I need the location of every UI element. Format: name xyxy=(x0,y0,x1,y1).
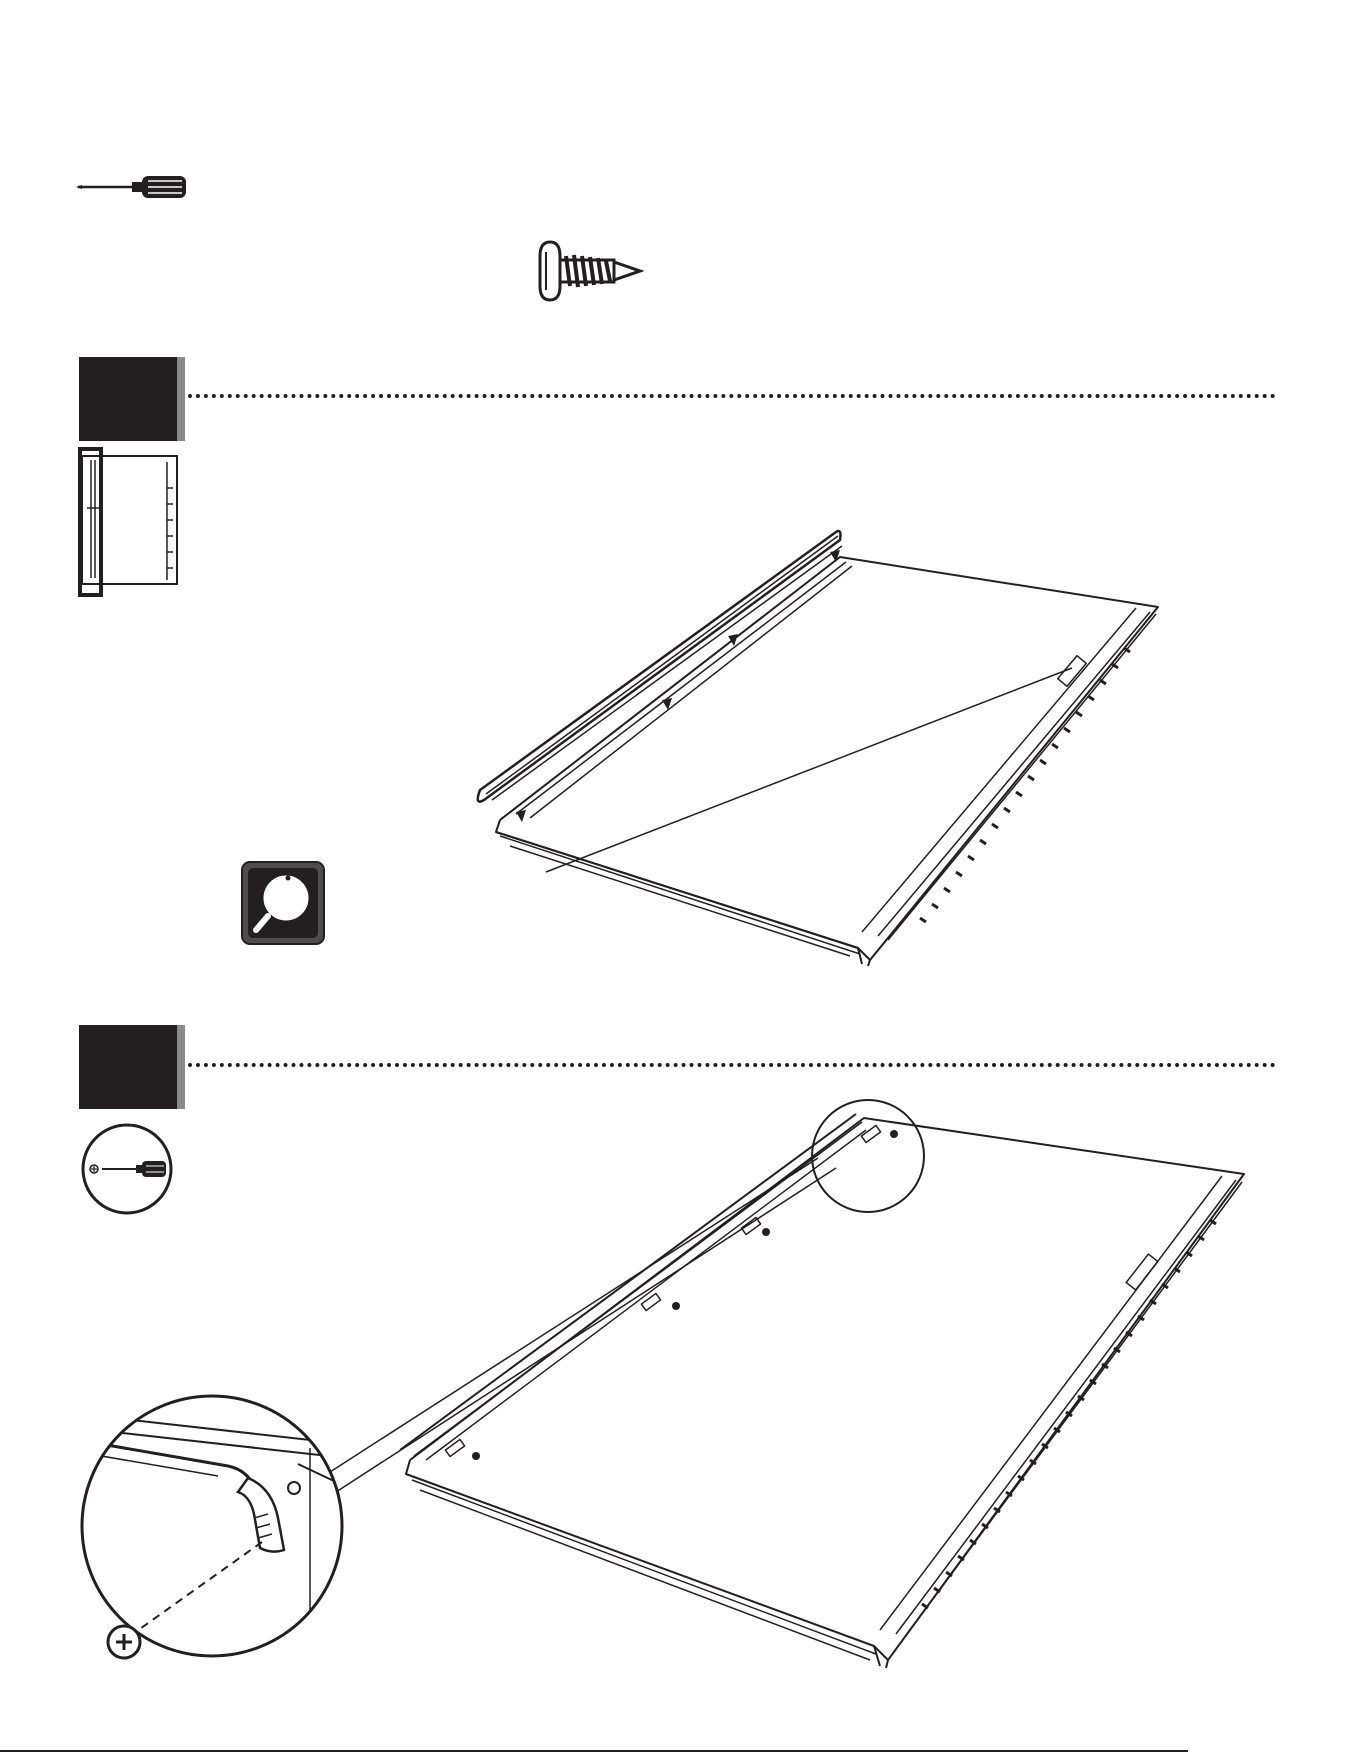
footer-rule xyxy=(0,1750,1188,1752)
screw-detail-magnified xyxy=(78,1378,346,1674)
